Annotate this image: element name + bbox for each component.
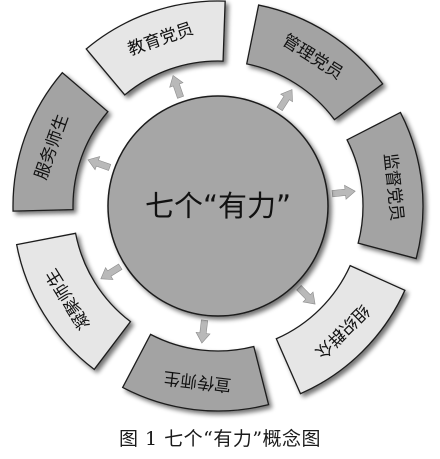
segment-shape: [346, 111, 424, 260]
concept-diagram: 教育党员管理党员监督党员组织群众宣传师生凝聚师生 服务师生 七个“有力”: [12, 0, 424, 412]
segment-shape: [121, 333, 270, 412]
segment-zhaobiao: 组织群众: [275, 264, 406, 395]
segment-guanli: 管理党员: [245, 4, 384, 121]
arrow-to-jiandu: [331, 184, 356, 200]
arrow-to-zhaobiao: [296, 285, 316, 305]
segment-fuwu: 服务师生: [12, 71, 109, 212]
segment-xuanchuan: 宣传师生: [121, 333, 270, 412]
segment-jiandu: 监督党员: [346, 111, 424, 260]
segment-shape: [12, 71, 109, 212]
arrow-to-xuanchuan: [195, 319, 211, 344]
figure-caption: 图 1 七个“有力”概念图: [118, 428, 322, 450]
segment-shape: [15, 232, 132, 371]
segment-shape: [245, 4, 384, 121]
arrow-to-jiaoyu: [169, 75, 184, 99]
arrow-to-ningju: [100, 263, 123, 280]
center-circle: [107, 95, 329, 317]
segment-jiaoyu: 教育党员: [85, 0, 226, 96]
segment-ring: 教育党员管理党员监督党员组织群众宣传师生凝聚师生 服务师生: [12, 0, 424, 412]
segment-ningju: 凝聚师生: [15, 232, 132, 371]
arrow-ring: [87, 75, 356, 344]
segment-shape: [275, 264, 406, 395]
center-label: 七个“有力”: [145, 189, 291, 223]
segment-shape: [85, 0, 226, 96]
arrow-to-fuwu: [87, 156, 112, 171]
arrow-to-guanli: [276, 89, 293, 112]
